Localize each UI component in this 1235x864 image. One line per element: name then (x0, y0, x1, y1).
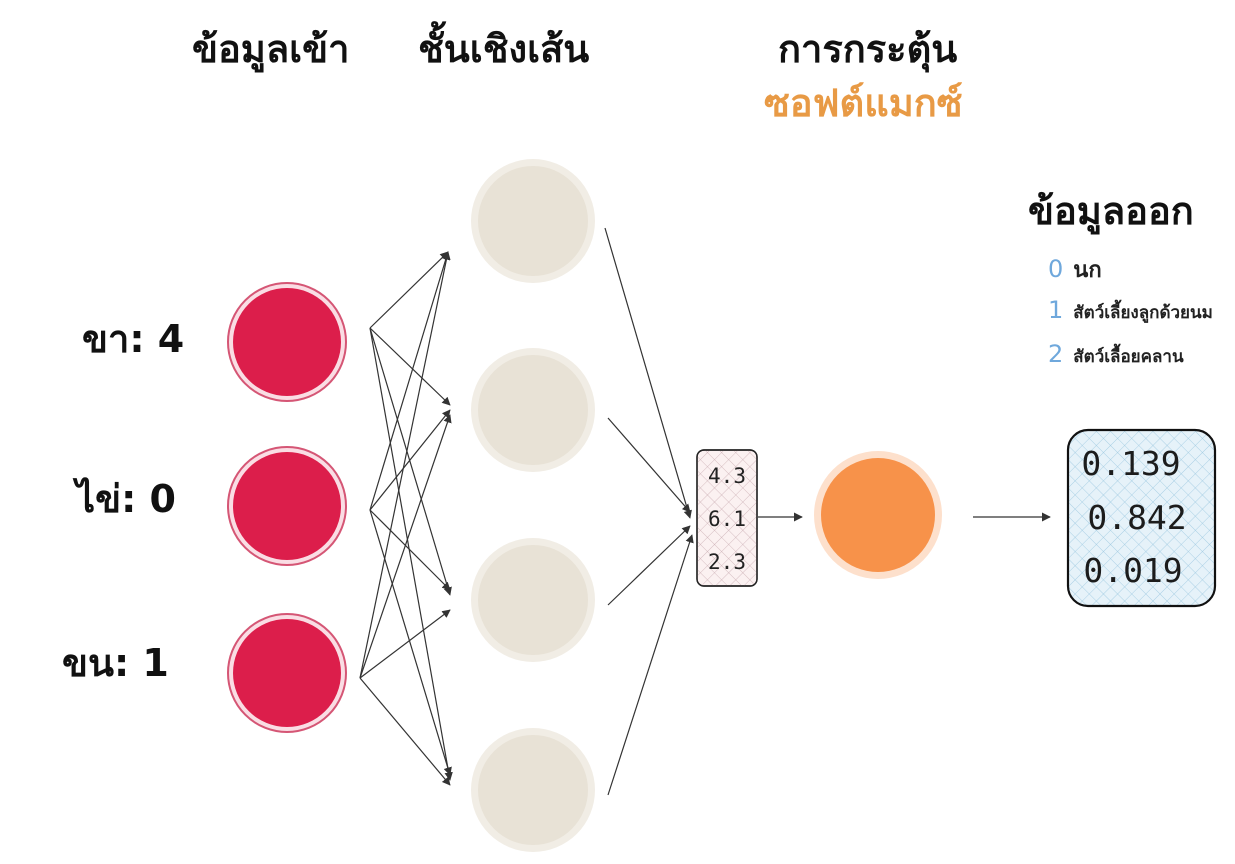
logit-value: 2.3 (708, 550, 746, 574)
class-name: นก (1073, 258, 1102, 283)
logit-value: 4.3 (708, 464, 746, 488)
input-node (227, 282, 347, 402)
softmax-heading: ซอฟต์แมกซ์ (764, 81, 963, 125)
hidden-nodes (471, 159, 595, 852)
input-label-eggs: ไข่: 0 (76, 477, 176, 521)
class-index: 0 (1048, 255, 1064, 283)
hidden-node (471, 348, 595, 472)
logit-value: 6.1 (708, 507, 746, 531)
linear-layer-heading: ชั้นเชิงเส้น (418, 27, 590, 71)
input-hidden-connections (359, 251, 453, 786)
probability-value: 0.139 (1081, 444, 1180, 483)
input-heading: ข้อมูลเข้า (192, 27, 350, 71)
probability-value: 0.019 (1083, 551, 1182, 590)
logits-box: 4.3 6.1 2.3 (696, 449, 758, 587)
legend-item-mammal: 1 สัตว์เลี้ยงลูกด้วยนม (1048, 296, 1213, 326)
input-label-legs: ขา: 4 (82, 317, 185, 361)
probability-value: 0.842 (1087, 498, 1186, 537)
hidden-node (471, 538, 595, 662)
output-heading: ข้อมูลออก (1028, 189, 1194, 233)
hidden-node (471, 728, 595, 852)
hidden-logit-connections (604, 227, 694, 796)
legend-item-bird: 0 นก (1048, 252, 1102, 287)
output-box: 0.139 0.842 0.019 (1066, 428, 1217, 608)
input-node (227, 613, 347, 733)
input-nodes (227, 282, 347, 733)
class-index: 2 (1048, 340, 1064, 368)
input-node (227, 446, 347, 566)
class-name: สัตว์เลี้ยงลูกด้วยนม (1073, 303, 1213, 323)
legend-item-reptile: 2 สัตว์เลื้อยคลาน (1048, 340, 1184, 370)
input-label-fur: ขน: 1 (62, 641, 169, 685)
hidden-node (471, 159, 595, 283)
class-name: สัตว์เลื้อยคลาน (1073, 347, 1184, 367)
activation-heading: การกระตุ้น (778, 27, 958, 71)
class-index: 1 (1048, 296, 1064, 324)
softmax-node (814, 451, 942, 579)
